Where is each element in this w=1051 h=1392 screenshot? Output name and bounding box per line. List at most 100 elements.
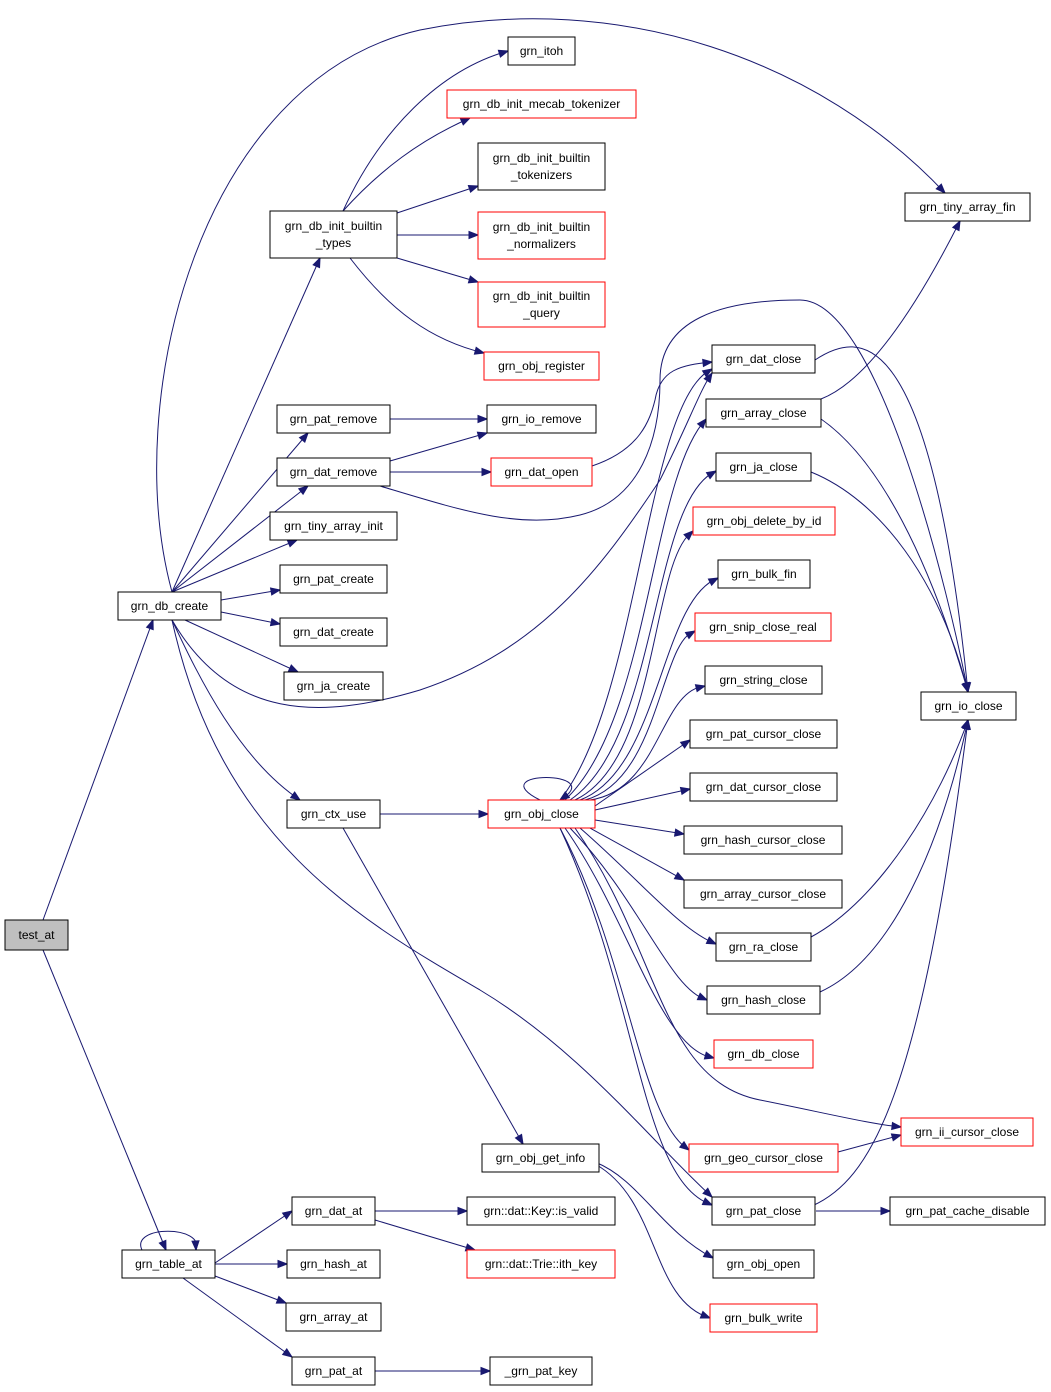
node-box bbox=[706, 985, 821, 1015]
call-edge-arrowhead bbox=[478, 809, 490, 819]
call-edge-arrowhead bbox=[961, 718, 971, 731]
node-grn-array-at[interactable]: grn_array_at bbox=[285, 1302, 382, 1332]
node-label: grn_io_close bbox=[934, 699, 1002, 713]
node-label: grn_obj_close bbox=[504, 807, 579, 821]
call-edge bbox=[594, 1161, 714, 1259]
node-grn-bulk-fin[interactable]: grn_bulk_fin bbox=[717, 559, 811, 589]
node-label: grn_ja_create bbox=[297, 679, 371, 693]
node-grn-pat-remove[interactable]: grn_pat_remove bbox=[276, 404, 391, 434]
node-box bbox=[286, 799, 381, 829]
call-edge bbox=[342, 117, 471, 212]
node-grn-ii-cursor-close[interactable]: grn_ii_cursor_close bbox=[900, 1117, 1034, 1147]
node-grn-ja-create[interactable]: grn_ja_create bbox=[283, 671, 384, 701]
call-edge bbox=[810, 471, 969, 693]
call-edge-arrowhead bbox=[705, 936, 718, 945]
node-grn-ja-close[interactable]: grn_ja_close bbox=[715, 452, 812, 482]
node-grn-pat-key[interactable]: _grn_pat_key bbox=[489, 1356, 593, 1386]
call-edge-arrowhead bbox=[269, 587, 282, 596]
node-grn-io-close[interactable]: grn_io_close bbox=[920, 691, 1017, 721]
node-grn-table-at[interactable]: grn_table_at bbox=[121, 1249, 216, 1279]
node-grn-obj-register[interactable]: grn_obj_register bbox=[483, 351, 600, 381]
call-edge-arrowhead bbox=[679, 786, 692, 796]
call-edge-arrowhead bbox=[275, 1295, 288, 1304]
node-grn-db-init-builtin-tokenizers[interactable]: grn_db_init_builtin_tokenizers bbox=[477, 142, 606, 191]
call-edge-arrowhead bbox=[951, 219, 961, 232]
node-grn-db-create[interactable]: grn_db_create bbox=[117, 591, 222, 621]
node-grn-dat-close[interactable]: grn_dat_close bbox=[711, 344, 816, 374]
call-edge bbox=[594, 1163, 711, 1319]
node-grn-array-close[interactable]: grn_array_close bbox=[705, 398, 822, 428]
node-grn-itoh[interactable]: grn_itoh bbox=[507, 36, 576, 66]
node-grn-ctx-use[interactable]: grn_ctx_use bbox=[286, 799, 381, 829]
node-grn-dat-open[interactable]: grn_dat_open bbox=[490, 457, 593, 487]
node-grn-db-init-builtin-query[interactable]: grn_db_init_builtin_query bbox=[477, 281, 606, 328]
node-grn-ra-close[interactable]: grn_ra_close bbox=[715, 932, 812, 962]
node-grn-dat-create[interactable]: grn_dat_create bbox=[279, 617, 388, 647]
node-grn-geo-cursor-close[interactable]: grn_geo_cursor_close bbox=[688, 1143, 839, 1173]
node-grn-db-close[interactable]: grn_db_close bbox=[713, 1039, 814, 1069]
node-grn-tiny-array-init[interactable]: grn_tiny_array_init bbox=[269, 511, 398, 541]
call-edge bbox=[171, 372, 713, 708]
call-edge bbox=[820, 220, 961, 400]
node-grn-pat-cache-disable[interactable]: grn_pat_cache_disable bbox=[889, 1196, 1046, 1226]
call-edge-arrowhead bbox=[694, 684, 707, 693]
call-edge bbox=[820, 418, 969, 693]
node-label: grn::dat::Key::is_valid bbox=[484, 1204, 599, 1218]
call-edge bbox=[349, 257, 485, 354]
node-grn-dat-trie-ith-key[interactable]: grn::dat::Trie::ith_key bbox=[466, 1249, 616, 1279]
node-label: _types bbox=[315, 236, 351, 250]
node-grn-snip-close-real[interactable]: grn_snip_close_real bbox=[694, 612, 832, 642]
node-label: grn_dat_open bbox=[504, 465, 578, 479]
call-edge bbox=[564, 827, 715, 1059]
node-grn-pat-cursor-close[interactable]: grn_pat_cursor_close bbox=[689, 719, 838, 749]
call-edge bbox=[589, 827, 685, 881]
node-box bbox=[276, 457, 391, 487]
call-edge-arrowhead bbox=[702, 358, 714, 368]
call-edge-arrowhead bbox=[701, 368, 714, 378]
node-grn-db-init-mecab-tokenizer[interactable]: grn_db_init_mecab_tokenizer bbox=[446, 89, 637, 119]
node-grn-tiny-array-fin[interactable]: grn_tiny_array_fin bbox=[904, 192, 1031, 222]
node-grn-dat-at[interactable]: grn_dat_at bbox=[291, 1196, 376, 1226]
call-edge-arrowhead bbox=[679, 739, 692, 749]
node-label: _normalizers bbox=[506, 237, 576, 251]
node-label: grn_pat_at bbox=[305, 1364, 363, 1378]
node-grn-dat-key-is-valid[interactable]: grn::dat::Key::is_valid bbox=[466, 1196, 616, 1226]
node-grn-pat-create[interactable]: grn_pat_create bbox=[279, 564, 388, 594]
node-label: grn_array_close bbox=[720, 406, 806, 420]
node-label: grn_pat_cache_disable bbox=[905, 1204, 1029, 1218]
node-box bbox=[446, 89, 637, 119]
node-grn-io-remove[interactable]: grn_io_remove bbox=[486, 404, 597, 434]
call-edge bbox=[837, 1134, 902, 1153]
node-test-at[interactable]: test_at bbox=[4, 919, 69, 951]
node-grn-bulk-write[interactable]: grn_bulk_write bbox=[709, 1303, 818, 1333]
node-box bbox=[904, 192, 1031, 222]
node-label: grn_obj_register bbox=[498, 359, 585, 373]
node-grn-dat-remove[interactable]: grn_dat_remove bbox=[276, 457, 391, 487]
node-grn-dat-cursor-close[interactable]: grn_dat_cursor_close bbox=[689, 772, 838, 802]
node-label: grn_db_init_mecab_tokenizer bbox=[463, 97, 620, 111]
node-grn-hash-cursor-close[interactable]: grn_hash_cursor_close bbox=[683, 825, 843, 855]
node-grn-obj-open[interactable]: grn_obj_open bbox=[712, 1249, 815, 1279]
call-edge-arrowhead bbox=[890, 1133, 903, 1142]
call-edge-arrowhead bbox=[702, 1187, 714, 1198]
node-grn-hash-at[interactable]: grn_hash_at bbox=[286, 1249, 381, 1279]
node-grn-array-cursor-close[interactable]: grn_array_cursor_close bbox=[683, 879, 843, 909]
call-edge-arrowhead bbox=[497, 49, 510, 58]
node-grn-obj-get-info[interactable]: grn_obj_get_info bbox=[481, 1143, 600, 1173]
node-label: grn_geo_cursor_close bbox=[704, 1151, 823, 1165]
node-grn-pat-at[interactable]: grn_pat_at bbox=[291, 1356, 376, 1386]
node-box bbox=[279, 564, 388, 594]
call-edge bbox=[591, 361, 713, 467]
node-grn-db-init-builtin-types[interactable]: grn_db_init_builtin_types bbox=[269, 210, 398, 259]
node-grn-obj-close[interactable]: grn_obj_close bbox=[487, 799, 596, 829]
call-edge-arrowhead bbox=[683, 530, 695, 541]
call-edge bbox=[574, 827, 902, 1128]
node-grn-string-close[interactable]: grn_string_close bbox=[704, 665, 823, 695]
node-grn-pat-close[interactable]: grn_pat_close bbox=[711, 1196, 816, 1226]
call-edge bbox=[811, 719, 969, 1207]
node-label: grn_table_at bbox=[135, 1257, 202, 1271]
node-grn-obj-delete-by-id[interactable]: grn_obj_delete_by_id bbox=[692, 506, 836, 536]
node-grn-db-init-builtin-normalizers[interactable]: grn_db_init_builtin_normalizers bbox=[477, 211, 606, 260]
call-edge-arrowhead bbox=[269, 617, 282, 627]
node-grn-hash-close[interactable]: grn_hash_close bbox=[706, 985, 821, 1015]
